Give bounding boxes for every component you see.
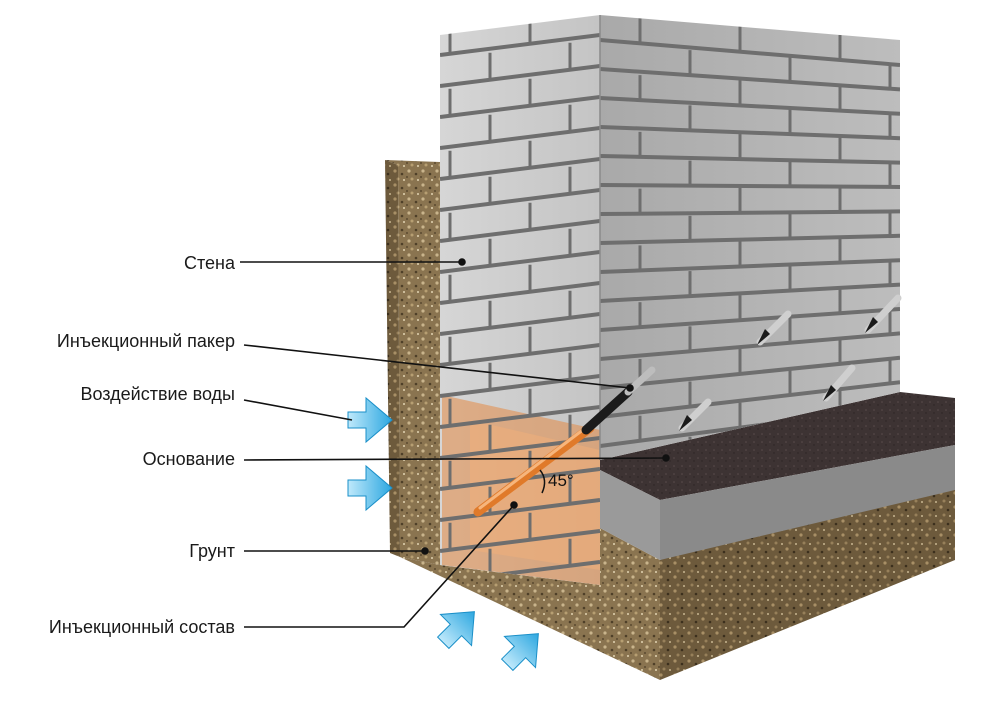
water-arrow-1	[347, 396, 393, 444]
mortar-line	[440, 126, 600, 150]
injection-zone-glow	[470, 420, 600, 570]
label-compound: Инъекционный состав	[48, 617, 235, 637]
mortar-line	[600, 67, 900, 92]
mortar-line	[440, 250, 600, 274]
mortar-line	[440, 188, 600, 212]
side-packer	[864, 294, 902, 334]
mortar-line	[440, 281, 600, 305]
mortar-line	[600, 258, 900, 274]
mortar-line	[440, 312, 600, 336]
leader-packer	[243, 344, 631, 389]
mortar-line	[440, 405, 600, 429]
angle-label: 45°	[548, 471, 574, 490]
mortar-line	[440, 157, 600, 181]
mortar-line	[600, 307, 900, 332]
leader-base-dot	[662, 454, 670, 462]
water-arrow-2	[347, 464, 393, 512]
mortar-line	[440, 343, 600, 367]
base-concrete-side	[660, 445, 955, 560]
label-soil: Грунт	[189, 541, 235, 561]
soil-column-edge	[385, 160, 400, 557]
mortar-line	[440, 64, 600, 88]
leader-lines	[240, 258, 670, 628]
mortar-line	[600, 154, 900, 165]
side-packer	[678, 398, 712, 432]
leader-soil-dot	[421, 547, 429, 555]
mortar-line	[600, 233, 900, 245]
mortar-line	[440, 219, 600, 243]
leader-packer-dot	[626, 384, 634, 392]
ground-front-face	[400, 528, 660, 680]
mortar-line	[600, 355, 900, 390]
mortar-line	[440, 374, 600, 398]
mortar-line	[600, 125, 900, 141]
side-packer	[822, 364, 856, 402]
label-packer: Инъекционный пакер	[56, 331, 235, 351]
mortar-line	[600, 38, 900, 67]
label-water: Воздействие воды	[80, 384, 235, 404]
angle-arc	[539, 469, 546, 494]
side-packer	[756, 310, 792, 346]
packer-group-side	[678, 294, 902, 432]
mortar-line	[600, 183, 900, 189]
mortar-line	[600, 96, 900, 116]
injection-tube	[473, 423, 595, 517]
mortar-line	[600, 331, 900, 361]
leader-water	[243, 399, 353, 421]
mortar-line	[440, 33, 600, 57]
leader-compound-dot	[510, 501, 518, 509]
mortar-line	[600, 380, 900, 419]
mortar-line	[440, 498, 600, 522]
injection-tube-highlight	[478, 424, 590, 510]
label-base: Основание	[142, 449, 235, 469]
front-mortar-lines	[440, 16, 600, 584]
water-arrow-4	[500, 633, 539, 672]
leader-wall-dot	[458, 258, 466, 266]
leader-compound	[244, 504, 515, 628]
base-top-face	[600, 392, 955, 500]
mortar-line	[600, 282, 900, 303]
mortar-line	[600, 209, 900, 216]
leader-base	[243, 457, 667, 461]
water-arrow-3	[436, 611, 475, 650]
mortar-line	[440, 95, 600, 119]
mortar-line	[440, 529, 600, 553]
main-packer-body	[581, 387, 633, 435]
base-concrete-front	[600, 470, 660, 560]
label-wall: Стена	[183, 253, 235, 273]
